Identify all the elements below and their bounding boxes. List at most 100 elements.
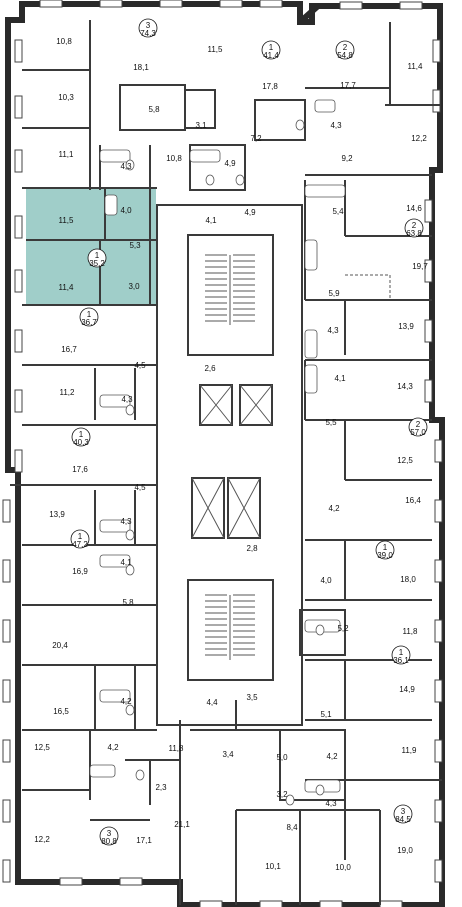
apartment-total-area: 36,7 xyxy=(81,318,97,327)
apartment-badge[interactable]: 257,0 xyxy=(408,417,428,437)
apartment-room-count: 3 xyxy=(107,829,112,838)
room-area-label: 11,4 xyxy=(408,62,424,71)
room-area-label: 3,1 xyxy=(195,121,207,130)
apartment-badge[interactable]: 147,2 xyxy=(70,529,90,549)
room-area-label: 12,2 xyxy=(411,134,427,143)
outer-walls xyxy=(5,1,445,907)
apartment-badge[interactable]: 140,3 xyxy=(71,427,91,447)
room-area-label: 4,0 xyxy=(320,576,332,585)
apartment-badge[interactable]: 380,8 xyxy=(99,826,119,846)
room-area-label: 4,5 xyxy=(134,361,146,370)
room-area-label: 2,6 xyxy=(204,364,216,373)
room-area-label: 7,2 xyxy=(250,134,262,143)
room-area-label: 18,0 xyxy=(400,575,416,584)
apartment-badge[interactable]: 136,7 xyxy=(79,307,99,327)
apartment-total-area: 84,5 xyxy=(395,815,411,824)
room-area-label: 4,2 xyxy=(120,697,132,706)
apartment-badge[interactable]: 384,5 xyxy=(393,804,413,824)
apartment-badges: 374,3141,4254,8135,2263,8136,7140,3257,0… xyxy=(70,18,428,846)
apartment-total-area: 57,0 xyxy=(410,428,426,437)
apartment-room-count: 1 xyxy=(269,43,274,52)
room-area-label: 21,1 xyxy=(174,820,190,829)
room-area-label: 19,7 xyxy=(412,262,428,271)
room-area-label: 2,3 xyxy=(155,783,167,792)
room-area-label: 5,3 xyxy=(129,241,141,250)
apartment-badge[interactable]: 374,3 xyxy=(138,18,158,38)
room-area-label: 12,5 xyxy=(397,456,413,465)
apartment-total-area: 54,8 xyxy=(337,51,353,60)
room-area-label: 5,1 xyxy=(320,710,332,719)
room-area-label: 14,3 xyxy=(397,382,413,391)
room-area-label: 4,3 xyxy=(327,326,339,335)
room-area-label: 4,3 xyxy=(120,517,132,526)
apartment-total-area: 41,4 xyxy=(263,51,279,60)
room-area-label: 4,2 xyxy=(107,743,119,752)
room-area-label: 3,2 xyxy=(276,790,288,799)
room-area-label: 8,4 xyxy=(286,823,298,832)
room-area-label: 11,8 xyxy=(169,744,185,753)
room-area-label: 4,0 xyxy=(120,206,132,215)
apartment-total-area: 40,3 xyxy=(73,438,89,447)
apartment-room-count: 2 xyxy=(343,43,348,52)
room-area-label: 16,4 xyxy=(405,496,421,505)
apartment-room-count: 2 xyxy=(416,420,421,429)
room-area-label: 4,9 xyxy=(244,208,256,217)
room-area-label: 14,6 xyxy=(406,204,422,213)
apartment-room-count: 2 xyxy=(412,221,417,230)
apartment-room-count: 1 xyxy=(78,532,83,541)
room-area-label: 10,0 xyxy=(335,863,351,872)
apartment-badge[interactable]: 136,1 xyxy=(391,645,411,665)
apartment-room-count: 3 xyxy=(401,807,406,816)
apartment-badge[interactable]: 141,4 xyxy=(261,40,281,60)
apartment-room-count: 1 xyxy=(87,310,92,319)
highlighted-apartment-fill[interactable] xyxy=(26,189,156,304)
apartment-badge[interactable]: 135,2 xyxy=(87,248,107,268)
apartment-badge[interactable]: 254,8 xyxy=(335,40,355,60)
apartment-total-area: 36,1 xyxy=(393,656,409,665)
room-area-label: 10,8 xyxy=(56,37,72,46)
room-area-label: 5,4 xyxy=(332,207,344,216)
apartment-room-count: 1 xyxy=(79,430,84,439)
apartment-badge[interactable]: 139,0 xyxy=(375,540,395,560)
room-area-label: 16,9 xyxy=(72,567,88,576)
apartment-total-area: 63,8 xyxy=(406,229,422,238)
room-area-label: 17,7 xyxy=(340,81,356,90)
room-area-label: 14,9 xyxy=(399,685,415,694)
apartment-room-count: 1 xyxy=(383,543,388,552)
apartment-room-count: 1 xyxy=(95,251,100,260)
room-area-label: 10,3 xyxy=(58,93,74,102)
room-area-label: 18,1 xyxy=(133,63,149,72)
apartment-total-area: 74,3 xyxy=(140,29,156,38)
room-area-label: 10,8 xyxy=(166,154,182,163)
room-area-label: 13,9 xyxy=(49,510,65,519)
room-area-label: 12,2 xyxy=(34,835,50,844)
room-area-label: 4,5 xyxy=(134,483,146,492)
room-area-label: 17,8 xyxy=(262,82,278,91)
apartment-room-count: 1 xyxy=(399,648,404,657)
room-area-label: 5,8 xyxy=(122,598,134,607)
room-area-label: 17,1 xyxy=(136,836,152,845)
apartment-badge[interactable]: 263,8 xyxy=(404,218,424,238)
room-area-label: 20,4 xyxy=(52,641,68,650)
room-area-label: 11,5 xyxy=(59,216,75,225)
room-area-label: 5,8 xyxy=(148,105,160,114)
room-area-label: 2,8 xyxy=(246,544,258,553)
apartment-room-count: 3 xyxy=(146,21,151,30)
room-area-label: 11,5 xyxy=(208,45,224,54)
room-area-label: 4,4 xyxy=(206,698,218,707)
room-area-label: 11,9 xyxy=(402,746,418,755)
apartment-total-area: 47,2 xyxy=(72,540,88,549)
apartment-total-area: 80,8 xyxy=(101,837,117,846)
room-area-label: 3,5 xyxy=(246,693,258,702)
room-area-label: 4,3 xyxy=(121,395,133,404)
windows xyxy=(2,0,443,907)
room-area-label: 12,5 xyxy=(34,743,50,752)
room-area-label: 3,4 xyxy=(222,750,234,759)
room-area-label: 11,4 xyxy=(59,283,75,292)
room-area-label: 16,7 xyxy=(61,345,77,354)
room-area-label: 5,5 xyxy=(325,418,337,427)
apartment-total-area: 39,0 xyxy=(377,551,393,560)
room-area-label: 13,9 xyxy=(398,322,414,331)
room-area-label: 4,3 xyxy=(325,799,337,808)
